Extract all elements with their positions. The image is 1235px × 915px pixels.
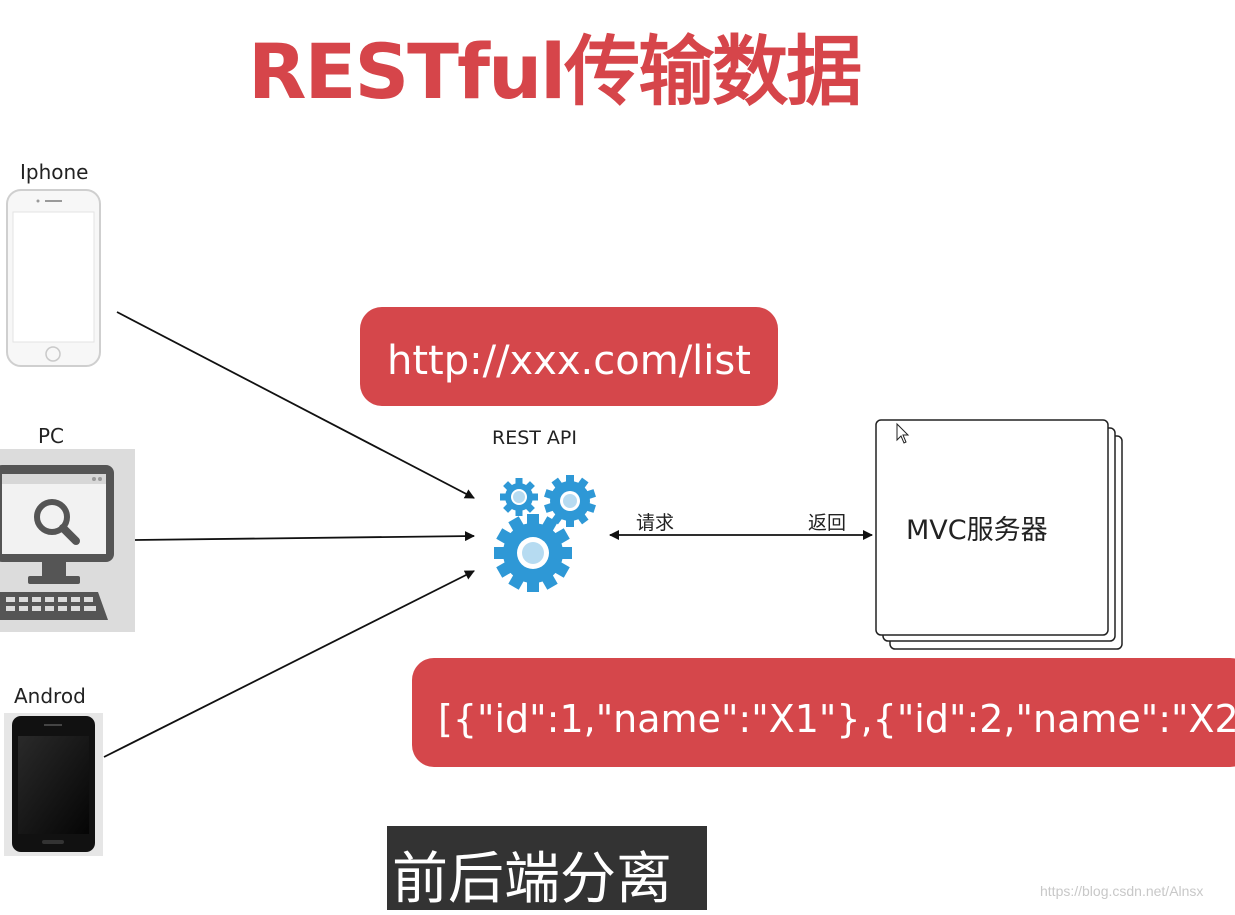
json-text: [{"id":1,"name":"X1"},{"id":2,"name":"X2… (438, 697, 1235, 741)
iphone-arrow (116, 311, 475, 499)
url-badge (360, 307, 778, 406)
json-badge (412, 658, 1235, 767)
diagram-title: RESTful传输数据 (248, 27, 862, 116)
android-arrow (103, 570, 475, 758)
pc-label: PC (38, 424, 65, 448)
rest-api-label: REST API (492, 427, 577, 449)
iphone-icon (6, 189, 101, 367)
android-label: Androd (14, 684, 86, 708)
mouse-cursor-icon (896, 422, 910, 444)
pc-arrow (134, 531, 475, 542)
url-text: http://xxx.com/list (387, 338, 751, 384)
caption-text: 前后端分离 (392, 847, 672, 912)
android-icon (4, 713, 103, 856)
mvc-server-box (875, 419, 1123, 650)
pc-icon (0, 449, 135, 632)
gears-icon (494, 475, 596, 592)
mvc-server-label: MVC服务器 (906, 515, 1048, 546)
iphone-label: Iphone (20, 160, 89, 184)
response-label: 返回 (808, 512, 847, 534)
watermark: https://blog.csdn.net/Alnsx (1040, 883, 1204, 899)
request-label: 请求 (636, 512, 675, 534)
caption-background (387, 826, 707, 910)
